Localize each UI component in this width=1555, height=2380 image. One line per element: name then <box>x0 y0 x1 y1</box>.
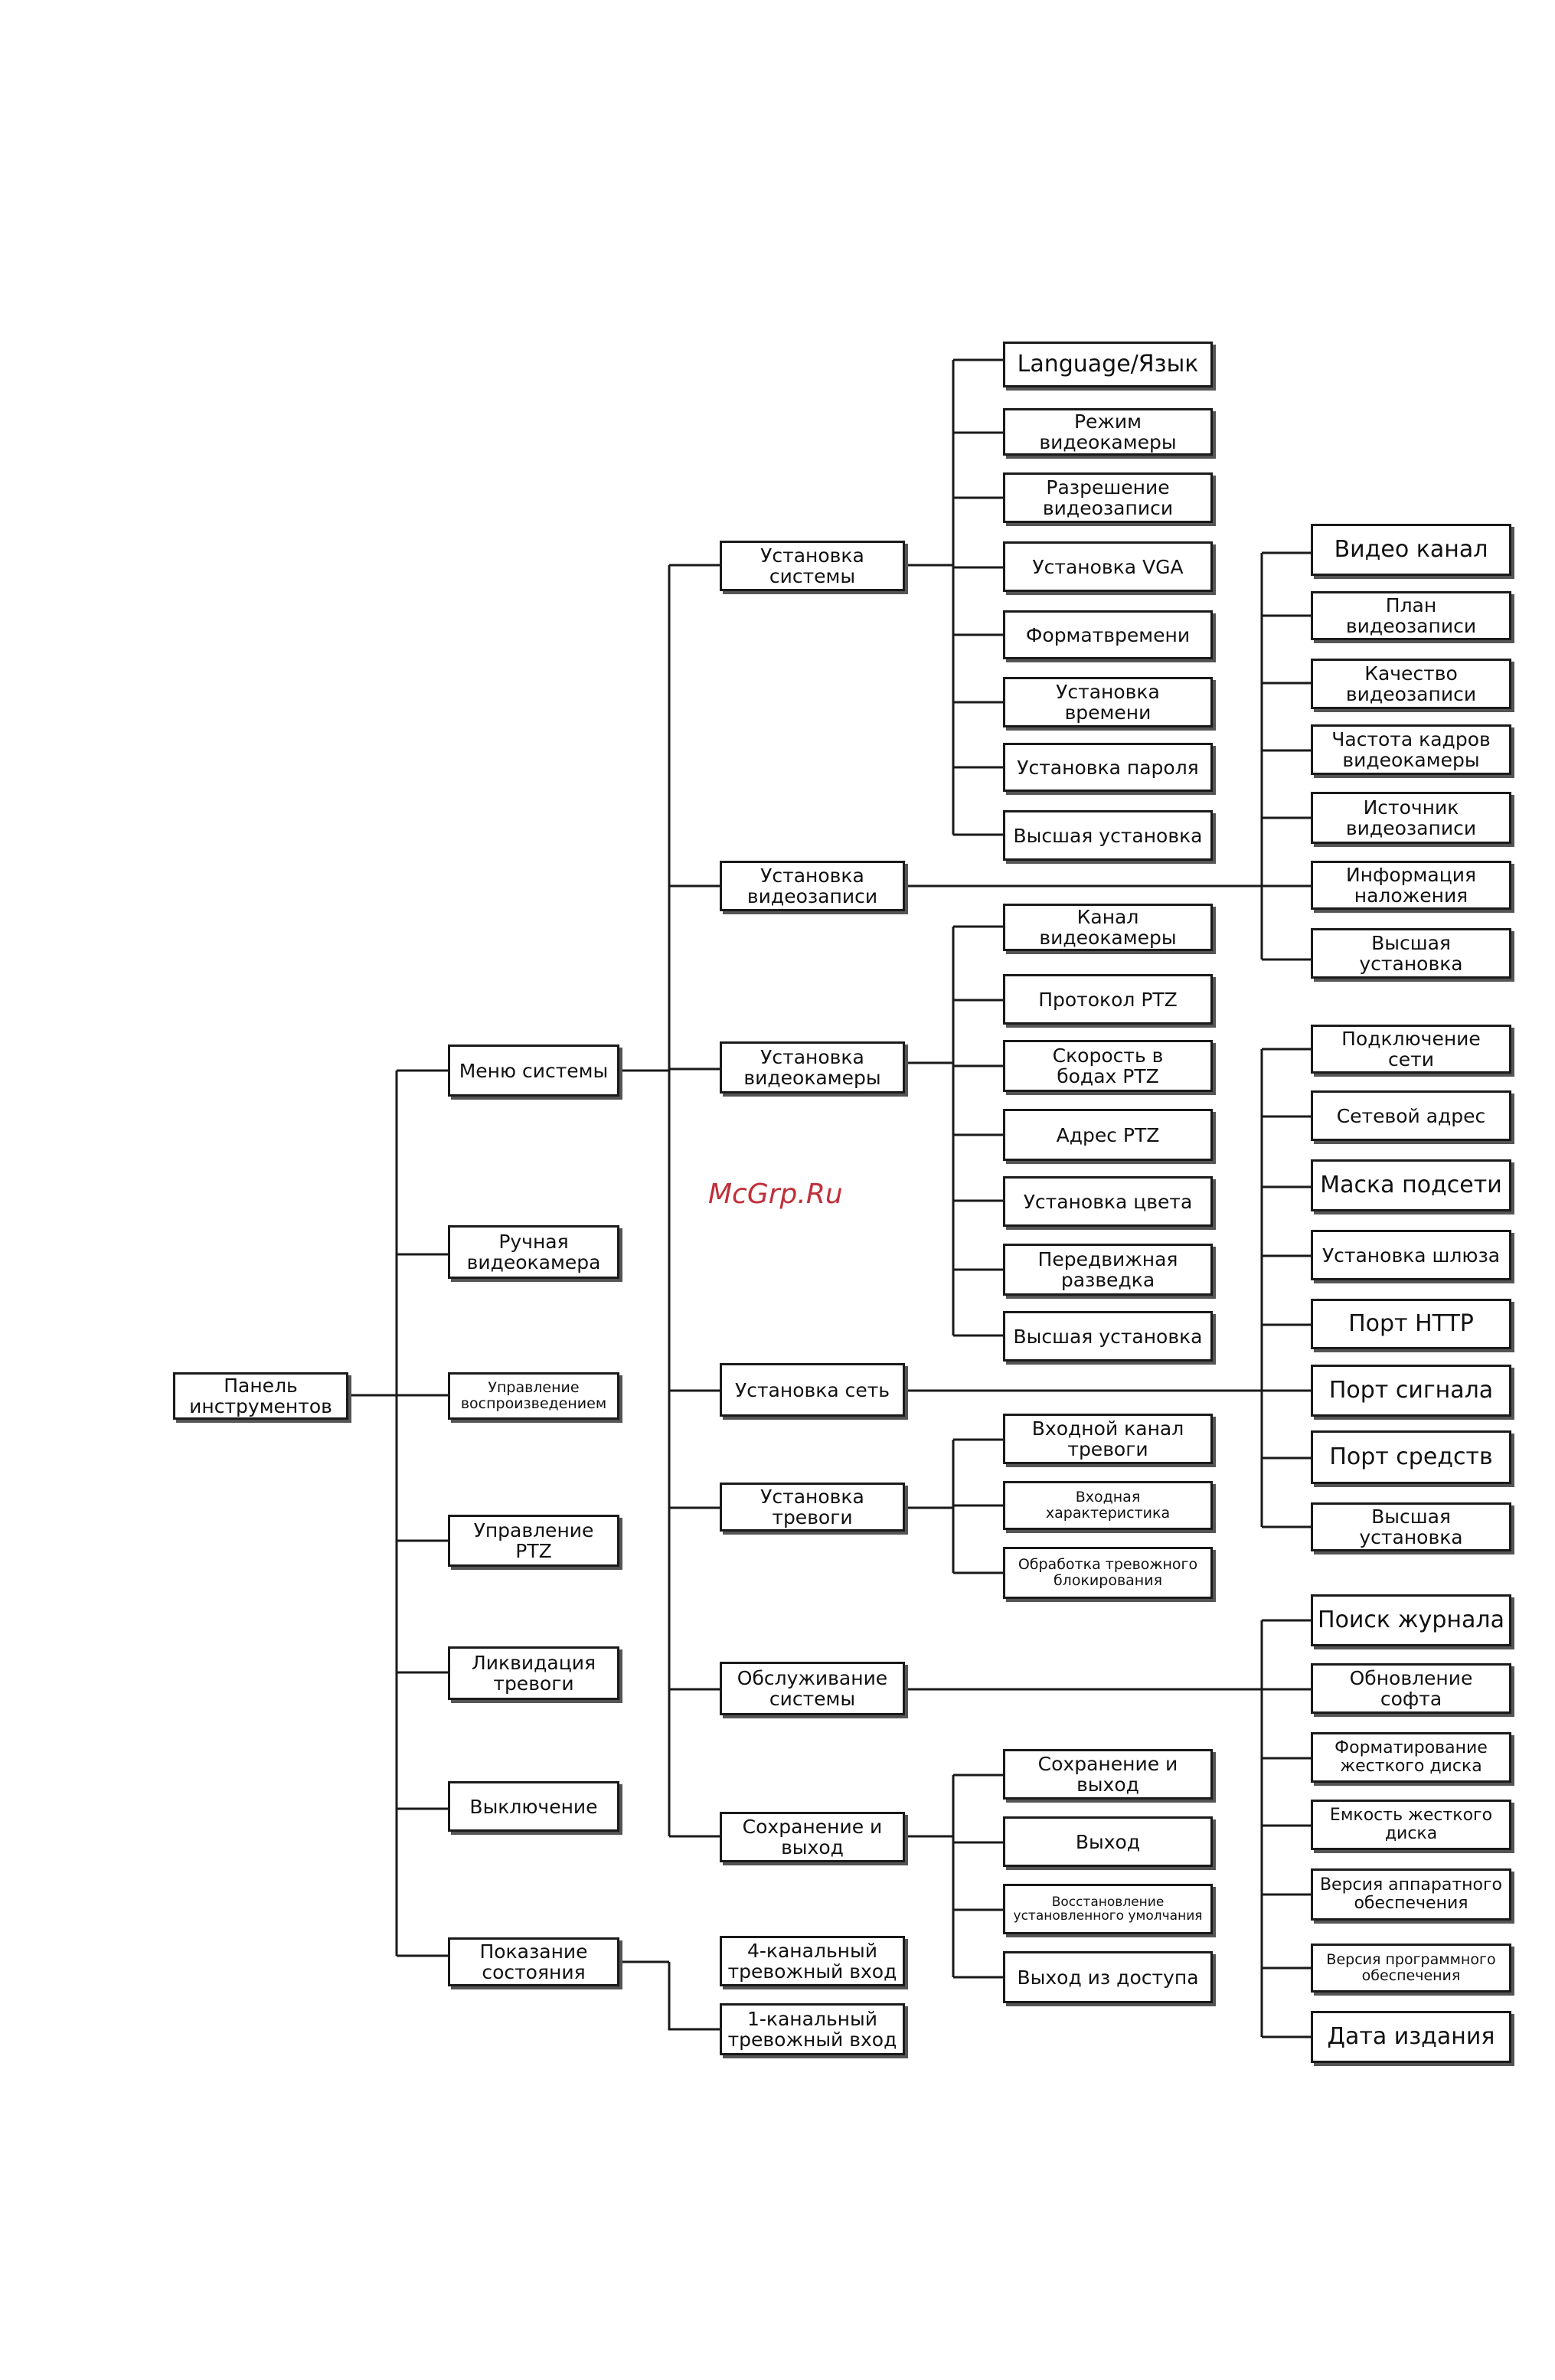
node-gateway: Установка шлюза <box>1311 1230 1511 1280</box>
node-mobile-recon: Передвижная разведка <box>1003 1244 1213 1296</box>
node-system-maintenance: Обслуживание системы <box>720 1662 905 1715</box>
node-frame-rate: Частота кадров видеокамеры <box>1311 724 1511 775</box>
node-password-setup: Установка пароля <box>1003 743 1213 792</box>
node-video-channel: Видео канал <box>1311 524 1511 576</box>
node-camera-channel: Канал видеокамеры <box>1003 904 1213 951</box>
node-alarm-block-handling: Обработка тревожного блокирования <box>1003 1547 1213 1599</box>
node-net-address: Сетевой адрес <box>1311 1090 1511 1141</box>
node-system-advanced: Высшая установка <box>1003 810 1213 861</box>
node-language: Language/Язык <box>1003 342 1213 387</box>
node-overlay-info: Информация наложения <box>1311 861 1511 910</box>
node-release-date: Дата издания <box>1311 2011 1511 2063</box>
node-record-setup: Установка видеозаписи <box>720 861 905 911</box>
node-alarm-input-characteristic: Входная характеристика <box>1003 1481 1213 1530</box>
node-hdd-capacity: Емкость жесткого диска <box>1311 1800 1511 1850</box>
node-ptz-control: Управление PTZ <box>448 1515 619 1567</box>
node-alarm-input-channel: Входной канал тревоги <box>1003 1414 1213 1464</box>
node-http-port: Порт HTTP <box>1311 1299 1511 1349</box>
node-color-setup: Установка цвета <box>1003 1176 1213 1227</box>
node-record-advanced: Высшая установка <box>1311 928 1511 979</box>
node-alarm-setup: Установка тревоги <box>720 1483 905 1532</box>
node-ptz-protocol: Протокол PTZ <box>1003 974 1213 1025</box>
node-software-update: Обновление софта <box>1311 1663 1511 1714</box>
node-camera-mode: Режим видеокамеры <box>1003 408 1213 456</box>
node-sw-version: Версия программного обеспечения <box>1311 1944 1511 1993</box>
node-camera-advanced: Высшая установка <box>1003 1311 1213 1362</box>
node-network-connection: Подключение сети <box>1311 1025 1511 1074</box>
node-subnet-mask: Маска подсети <box>1311 1159 1511 1211</box>
node-record-resolution: Разрешение видеозаписи <box>1003 472 1213 523</box>
node-alarm-clear: Ликвидация тревоги <box>448 1646 619 1700</box>
node-exit: Выход <box>1003 1816 1213 1867</box>
node-save-exit: Сохранение и выход <box>720 1812 905 1862</box>
node-alarm-in-4ch: 4-канальный тревожный вход <box>720 1936 905 1986</box>
node-exit-access: Выход из доступа <box>1003 1951 1213 2003</box>
node-save-and-exit: Сохранение и выход <box>1003 1749 1213 1800</box>
node-network-setup: Установка сеть <box>720 1363 905 1417</box>
node-playback-control: Управление воспроизведением <box>448 1372 619 1420</box>
node-ptz-baud: Скорость в бодах PTZ <box>1003 1040 1213 1092</box>
node-record-source: Источник видеозаписи <box>1311 792 1511 844</box>
node-signal-port: Порт сигнала <box>1311 1365 1511 1417</box>
node-network-advanced: Высшая установка <box>1311 1502 1511 1551</box>
node-record-quality: Качество видеозаписи <box>1311 659 1511 709</box>
node-log-search: Поиск журнала <box>1311 1594 1511 1646</box>
node-manual-camera: Ручная видеокамера <box>448 1225 619 1279</box>
node-hw-version: Версия аппаратного обеспечения <box>1311 1868 1511 1921</box>
node-system-menu: Меню системы <box>448 1045 619 1097</box>
node-status-display: Показание состояния <box>448 1937 619 1986</box>
node-restore-defaults: Восстановление установленного умолчания <box>1003 1884 1213 1934</box>
node-time-setup: Установка времени <box>1003 677 1213 727</box>
watermark-text: McGrp.Ru <box>708 1178 843 1210</box>
node-time-format: Форматвремени <box>1003 610 1213 659</box>
node-shutdown: Выключение <box>448 1781 619 1832</box>
node-hdd-format: Форматирование жесткого диска <box>1311 1732 1511 1783</box>
node-ptz-address: Адрес PTZ <box>1003 1109 1213 1161</box>
node-vga-setup: Установка VGA <box>1003 541 1213 592</box>
root-dashboard: Панель инструментов <box>173 1372 348 1420</box>
node-alarm-in-1ch: 1-канальный тревожный вход <box>720 2003 905 2055</box>
node-media-port: Порт средств <box>1311 1430 1511 1484</box>
node-camera-setup: Установка видеокамеры <box>720 1041 905 1094</box>
node-system-setup: Установка системы <box>720 541 905 591</box>
node-record-plan: План видеозаписи <box>1311 591 1511 640</box>
